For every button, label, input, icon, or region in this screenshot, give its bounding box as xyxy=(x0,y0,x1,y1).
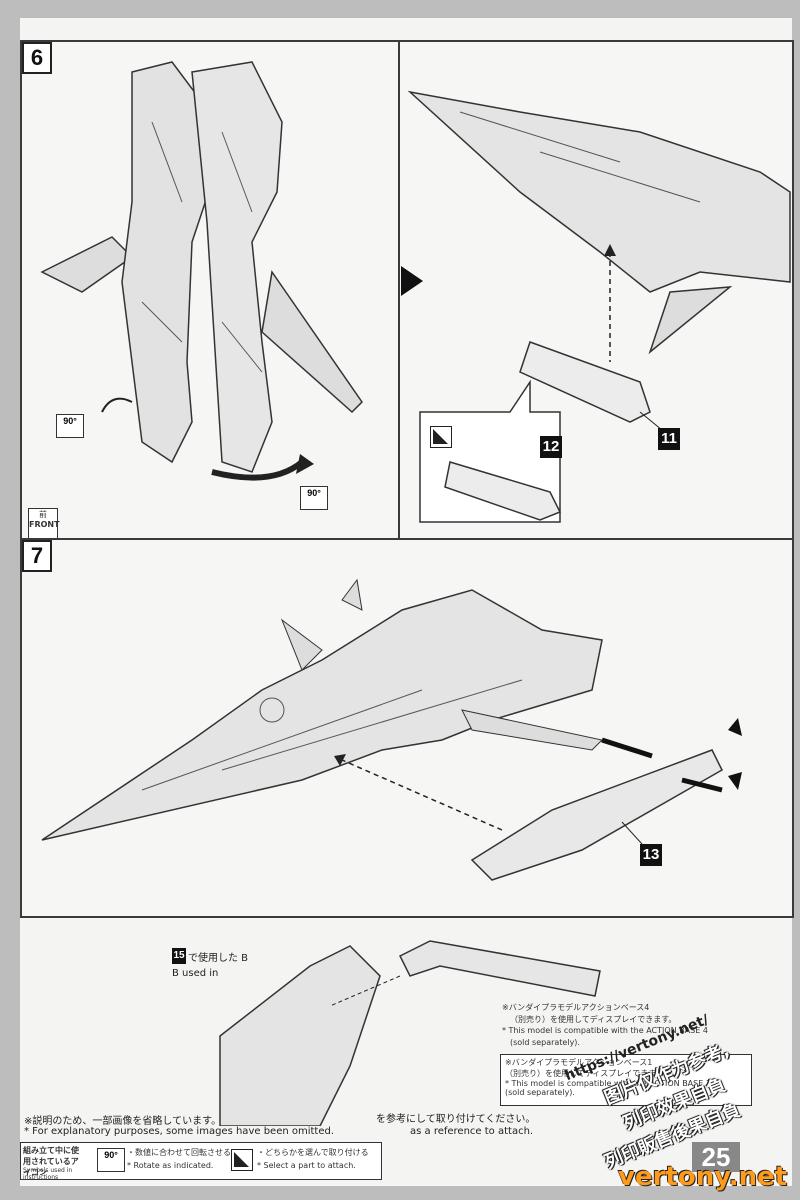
legend-rotate-en: * Rotate as indicated. xyxy=(127,1161,214,1170)
front-icon: 前 FRONT xyxy=(28,508,60,540)
bottom-info-area: 15 で使用した B B used in ※バンダイプラモデルアクションベース4… xyxy=(20,916,790,1127)
legend-rotate-jp: ・数値に合わせて回転させる xyxy=(127,1148,231,1157)
action-base4-en: * This model is compatible with the ACTI… xyxy=(502,1026,708,1035)
front-jp-label: 前 xyxy=(39,510,47,519)
step6-right-panel: 12 11 xyxy=(398,40,794,546)
attach-ref-en: as a reference to attach. xyxy=(410,1126,534,1137)
select-part-icon xyxy=(430,426,452,448)
action-base4-jp: ※バンダイプラモデルアクションベース4 xyxy=(502,1003,650,1012)
legend-select-jp: ・どちらかを選んで取り付ける xyxy=(257,1148,369,1157)
step7-panel: 7 13 xyxy=(20,538,794,918)
watermark-bottom: vertony.net xyxy=(618,1162,788,1192)
display-base-illustration xyxy=(219,940,601,1126)
ship-nose-illustration xyxy=(407,90,791,523)
rotate-90-icon: 90° xyxy=(97,1148,125,1172)
page-ref-15: 15 xyxy=(172,948,186,964)
action-base1-en2: (sold separately). xyxy=(505,1088,575,1097)
part-12-label: 12 xyxy=(540,436,562,458)
action-base1-jp2: （別売り）を使用してディスプレイできます。 xyxy=(505,1069,672,1078)
step6-left-panel: 6 90° 90° 前 FRONT xyxy=(20,40,400,546)
manual-sheet: 6 90° 90° 前 FRONT xyxy=(20,18,794,1186)
action-base4-en2: (sold separately). xyxy=(510,1038,580,1047)
action-base1-box: ※バンダイプラモデルアクションベース1 （別売り）を使用してディスプレイできます… xyxy=(500,1054,752,1106)
ref15-text: で使用した B xyxy=(188,953,249,964)
page-number: 25 xyxy=(692,1142,740,1172)
legend-title-en: Symbols used in instructions xyxy=(23,1167,73,1181)
rotate-90-icon: 90° xyxy=(300,486,328,510)
step-number-6: 6 xyxy=(22,42,52,74)
ship-assembly-illustration xyxy=(41,578,742,881)
attach-ref-jp: を参考にして取り付けてください。 xyxy=(376,1114,536,1125)
omit-en: * For explanatory purposes, some images … xyxy=(24,1126,335,1137)
part-11-label: 11 xyxy=(658,428,680,450)
mecha-legs-illustration xyxy=(40,61,363,481)
select-part-icon xyxy=(231,1149,253,1171)
omit-jp: ※説明のため、一部画像を省略しています。 xyxy=(24,1116,222,1127)
action-base1-jp: ※バンダイプラモデルアクションベース1 xyxy=(505,1058,653,1067)
step-number-7: 7 xyxy=(22,540,52,572)
legend-title-jp: 組み立て中に使用されているアイコン xyxy=(23,1146,79,1177)
icon-legend: 組み立て中に使用されているアイコン Symbols used in instru… xyxy=(20,1142,382,1181)
front-en-label: FRONT xyxy=(29,520,60,529)
action-base4-jp2: （別売り）を使用してディスプレイできます。 xyxy=(510,1015,677,1024)
next-arrow-icon xyxy=(401,266,423,296)
b-used-in-text: B used in xyxy=(172,968,219,979)
part-13-label: 13 xyxy=(640,844,662,866)
rotate-90-icon: 90° xyxy=(56,414,84,438)
legend-select-en: * Select a part to attach. xyxy=(257,1161,356,1170)
action-base1-en: * This model is compatible with the ACTI… xyxy=(505,1079,711,1088)
